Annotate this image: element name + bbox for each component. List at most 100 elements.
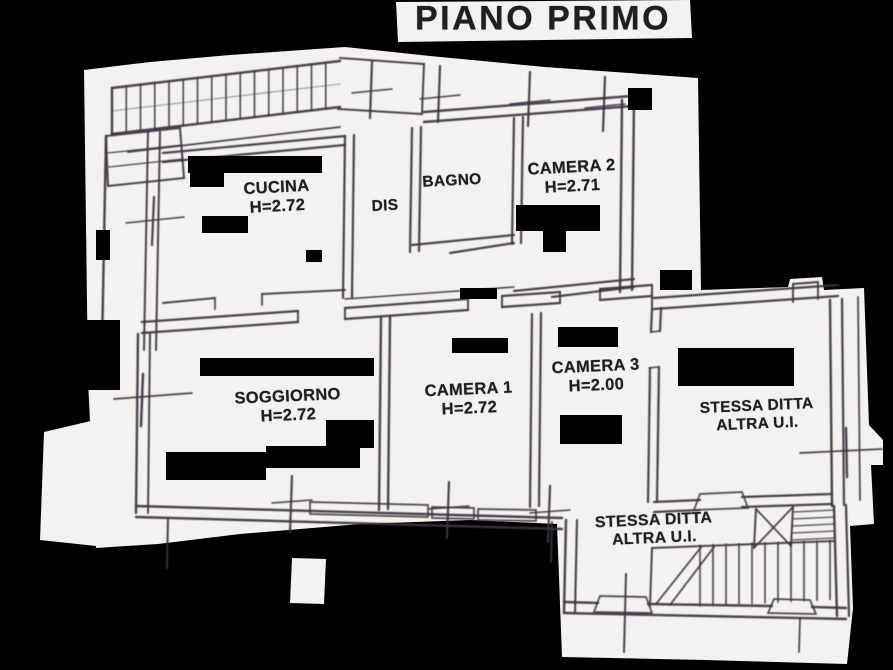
wall-line [655, 545, 703, 605]
room-label-camera3: CAMERA 3 H=2.00 [551, 355, 641, 396]
transparency-artifact [628, 88, 652, 110]
transparency-artifact [306, 250, 322, 262]
wall-line [799, 448, 883, 454]
room-name: CAMERA 3 [551, 355, 640, 378]
transparency-artifact [516, 205, 600, 231]
wall-line [810, 605, 848, 610]
wall-line [166, 517, 169, 569]
transparency-artifact [202, 216, 248, 233]
room-subname: ALTRA U.I. [611, 528, 698, 549]
wall-line [792, 537, 835, 541]
wall-line [753, 506, 794, 549]
wall-line [127, 126, 341, 153]
linework-layer [100, 57, 883, 653]
wall-line [288, 474, 294, 534]
wall-line [562, 600, 600, 605]
room-label-dis: DIS [371, 197, 399, 216]
wall-line [562, 611, 848, 621]
wall-line [419, 94, 461, 100]
wall-line [179, 127, 185, 179]
door-window-threshold [477, 508, 537, 522]
wall-line [162, 297, 216, 304]
wall-line [740, 502, 834, 509]
wall-line [792, 523, 835, 527]
wall-line [421, 63, 425, 115]
door-window-threshold [592, 595, 654, 614]
transparency-artifact [560, 415, 622, 444]
wall-line [652, 294, 840, 311]
transparency-artifact [326, 420, 374, 448]
transparency-artifact [200, 358, 374, 376]
room-name: DIS [371, 196, 399, 215]
room-name: SOGGIORNO [234, 385, 342, 408]
wall-line [410, 233, 516, 247]
room-label-bagno: BAGNO [422, 171, 482, 192]
door-window-threshold [766, 598, 818, 615]
paper-background [396, 0, 692, 42]
wall-line [537, 311, 543, 508]
wall-line [753, 508, 757, 549]
transparency-artifact [188, 156, 322, 173]
wall-line [509, 99, 551, 105]
wall-line [546, 484, 552, 544]
wall-line [161, 134, 347, 155]
door-window-threshold [431, 506, 475, 520]
room-label-camera2: CAMERA 2 H=2.71 [527, 156, 617, 198]
room-label-soggiorno: SOGGIORNO H=2.72 [234, 385, 342, 427]
wall-line [648, 366, 659, 369]
transparency-artifact [543, 231, 566, 252]
wall-line [526, 70, 532, 128]
wall-line [550, 285, 636, 299]
wall-line [343, 297, 470, 310]
transparency-artifact [660, 270, 692, 290]
wall-line [134, 332, 140, 515]
paper-background [40, 420, 96, 546]
room-height: H=2.72 [260, 404, 317, 426]
wall-line [155, 131, 161, 351]
room-name: CAMERA 1 [424, 378, 513, 401]
wall-line [652, 508, 702, 514]
transparency-artifact [452, 338, 508, 353]
wall-line [649, 547, 653, 607]
wall-line [646, 602, 774, 608]
wall-line [649, 307, 654, 334]
transparency-artifact [190, 170, 224, 187]
wall-line [618, 98, 624, 294]
transparency-artifact [266, 446, 360, 468]
wall-line [107, 144, 183, 154]
door-window-threshold [309, 501, 429, 518]
wall-line [500, 290, 562, 298]
room-height: H=2.72 [249, 195, 306, 217]
room-label-camera1: CAMERA 1 H=2.72 [424, 378, 514, 419]
page-title: PIANO PRIMO [414, 0, 672, 38]
room-label-cucina: CUCINA H=2.72 [243, 177, 311, 218]
wall-line [790, 506, 794, 547]
wall-line [448, 241, 516, 255]
wall-line [271, 499, 313, 504]
wall-line [500, 301, 562, 309]
wall-line [139, 372, 145, 428]
wall-line [351, 88, 393, 94]
room-label-other-unit-bottom: STESSA DITTA ALTRA U.I. [595, 509, 714, 550]
transparency-artifact [558, 327, 618, 347]
room-subname: ALTRA U.I. [715, 413, 799, 434]
wall-line [630, 96, 636, 292]
wall-line [105, 127, 181, 137]
wall-line [368, 60, 374, 120]
wall-line [436, 64, 442, 124]
transparency-artifact [96, 230, 110, 260]
wall-line [150, 195, 156, 247]
room-height: H=2.72 [441, 397, 498, 419]
wall-line [844, 503, 851, 618]
wall-line [147, 333, 151, 514]
wall-line [669, 546, 715, 606]
wall-line [140, 320, 300, 335]
room-label-other-unit-right: STESSA DITTA ALTRA U.I. [699, 395, 814, 435]
wall-line [343, 308, 470, 321]
wall-line [655, 365, 661, 503]
wall-line [125, 216, 185, 224]
wall-line [261, 289, 346, 295]
wall-line [601, 75, 607, 133]
wall-line [857, 296, 861, 501]
